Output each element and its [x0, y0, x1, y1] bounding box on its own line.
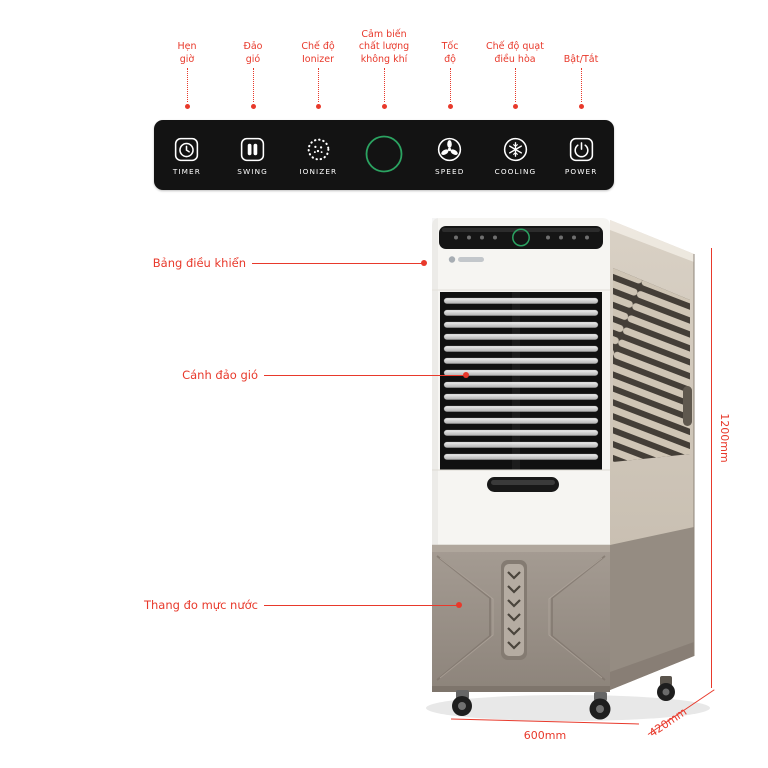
- leader-line-control-panel: [252, 263, 422, 264]
- leader-dot-swing-louvers: [463, 372, 469, 378]
- width-dimension-label: 600mm: [523, 729, 567, 742]
- leader-line-swing-louvers: [264, 375, 464, 376]
- caster-wheels: [452, 676, 675, 720]
- callout-leader-line: [514, 68, 516, 102]
- height-dimension-line: [711, 248, 712, 688]
- panel-callout-label: Cảm biến chất lượng không khí: [358, 28, 410, 65]
- panel-button-timer: TIMER: [154, 120, 220, 190]
- panel-callout-label: Chế độ quạt điều hòa: [486, 41, 544, 65]
- product-shadow: [426, 695, 710, 721]
- callout-water-gauge: Thang đo mực nước: [0, 598, 258, 613]
- swing-louvers: [443, 297, 599, 460]
- panel-callout-cooling: Chế độ quạt điều hòa: [460, 20, 570, 109]
- sensor-ring-on-unit: [512, 228, 530, 247]
- callout-dot: [381, 104, 387, 109]
- panel-callout-power: Bật/Tắt: [526, 20, 636, 109]
- side-louvers: [613, 268, 690, 462]
- side-tank: [610, 527, 694, 690]
- air-quality-sensor-ring-icon: [365, 135, 403, 172]
- callout-leader-line: [252, 68, 254, 102]
- callout-dot: [512, 104, 518, 109]
- panel-button-label: COOLING: [494, 166, 537, 176]
- snowflake-icon: [503, 137, 528, 161]
- panel-callout-label: Hẹn giờ: [177, 41, 197, 65]
- callout-control-panel: Bảng điều khiển: [0, 256, 246, 271]
- panel-button-cooling: COOLING: [483, 120, 549, 190]
- callout-leader-line: [383, 68, 385, 102]
- callout-leader-line: [186, 68, 188, 102]
- water-tank: [432, 545, 610, 692]
- callout-leader-line: [449, 68, 451, 102]
- water-level-gauge: [501, 560, 527, 660]
- panel-air-quality-sensor: [351, 120, 417, 190]
- control-panel: TIMER SWING IONIZER: [154, 120, 614, 190]
- product-control-panel: [439, 226, 603, 249]
- panel-button-label: SPEED: [435, 166, 465, 176]
- front-handle: [487, 477, 559, 492]
- height-dimension-label: 1200mm: [718, 413, 731, 463]
- product-side-panel: [610, 220, 695, 690]
- panel-callout-swing: Đảo gió: [198, 20, 308, 109]
- callout-label: Thang đo mực nước: [143, 598, 258, 612]
- callout-dot: [447, 104, 453, 109]
- ionizer-icon: [307, 138, 330, 160]
- swing-icon: [240, 137, 265, 161]
- panel-button-label: TIMER: [172, 166, 201, 176]
- callout-leader-line: [317, 68, 319, 102]
- panel-callout-label: Bật/Tắt: [563, 53, 599, 65]
- callout-leader-line: [580, 68, 582, 102]
- panel-button-label: SWING: [237, 166, 268, 176]
- callout-label: Cánh đảo gió: [182, 368, 258, 382]
- panel-callout-speed: Tốc độ: [395, 20, 505, 109]
- panel-button-label: POWER: [564, 166, 598, 176]
- timer-icon: [175, 137, 199, 161]
- panel-callout-air-quality-sensor: Cảm biến chất lượng không khí: [329, 20, 439, 109]
- callout-dot: [184, 104, 190, 109]
- leader-line-water-gauge: [264, 605, 458, 606]
- panel-button-power: POWER: [548, 120, 614, 190]
- callout-swing-louvers: Cánh đảo gió: [0, 368, 258, 383]
- panel-button-swing: SWING: [220, 120, 286, 190]
- panel-button-speed: SPEED: [417, 120, 483, 190]
- side-handle: [683, 386, 692, 426]
- product-front: [432, 218, 610, 692]
- panel-button-label: IONIZER: [299, 166, 338, 176]
- callout-dot: [315, 104, 321, 109]
- callout-dot: [250, 104, 256, 109]
- panel-callout-label: Chế độ Ionizer: [301, 41, 335, 65]
- panel-button-ionizer: IONIZER: [285, 120, 351, 190]
- callout-label: Bảng điều khiển: [152, 256, 246, 270]
- panel-callout-timer: Hẹn giờ: [132, 20, 242, 109]
- brand-logo: [448, 256, 484, 263]
- panel-callout-label: Đảo gió: [243, 41, 263, 65]
- panel-callout-ionizer: Chế độ Ionizer: [263, 20, 373, 109]
- panel-callout-label: Tốc độ: [441, 41, 459, 65]
- power-icon: [569, 137, 593, 161]
- front-grille: [440, 292, 602, 470]
- leader-dot-control-panel: [421, 260, 427, 266]
- leader-dot-water-gauge: [456, 602, 462, 608]
- fan-icon: [438, 137, 462, 161]
- callout-dot: [578, 104, 584, 109]
